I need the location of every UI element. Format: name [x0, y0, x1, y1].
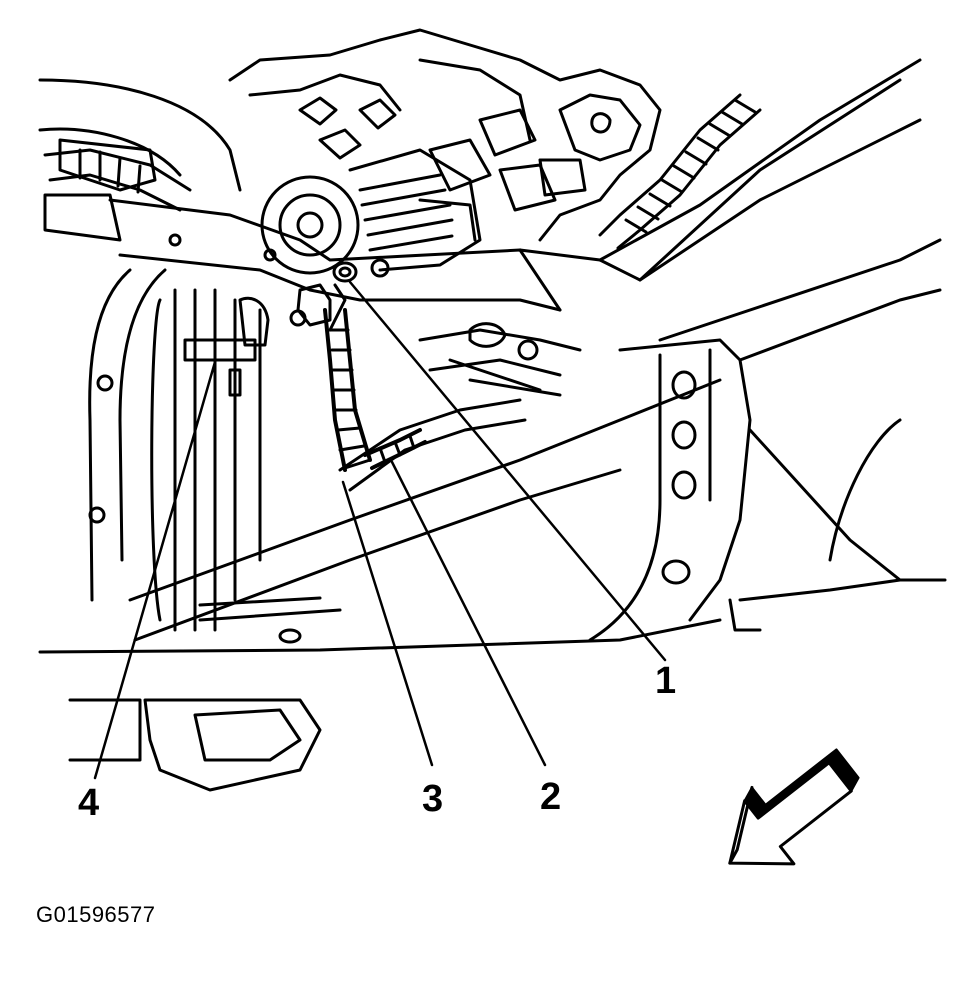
leader-line-4 — [93, 360, 217, 780]
upper-cross-member — [108, 58, 922, 312]
callout-number-4: 4 — [78, 782, 100, 824]
upper-right-hose — [598, 93, 762, 250]
lower-radiator-support — [38, 378, 722, 792]
callout-number-1: 1 — [655, 660, 677, 702]
right-frame-rail — [588, 238, 947, 642]
harness-ground-strap — [289, 261, 427, 472]
leader-line-2 — [390, 460, 547, 767]
left-vertical-support — [88, 268, 167, 602]
callout-leader-lines — [93, 280, 667, 780]
left-upper-hose — [43, 148, 192, 212]
leader-line-3 — [341, 480, 434, 767]
figure-id-label: G01596577 — [36, 902, 156, 927]
radiator-core — [150, 288, 270, 632]
leader-line-1 — [348, 280, 667, 662]
cooler-lines — [338, 322, 582, 492]
callout-number-2: 2 — [540, 776, 562, 818]
callout-number-3: 3 — [422, 778, 444, 820]
engine-assembly — [228, 28, 662, 275]
left-fender-panel — [38, 78, 242, 242]
front-direction-arrow-icon — [728, 748, 860, 866]
